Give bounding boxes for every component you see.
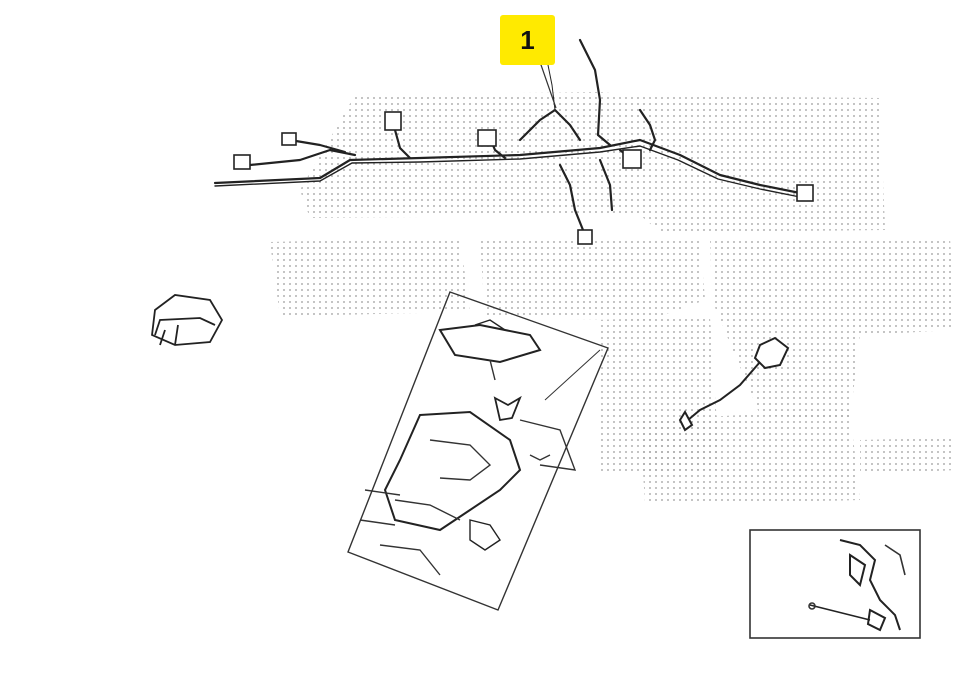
connector-bottom (577, 229, 593, 245)
control-module (151, 294, 224, 346)
detail-inset-box (749, 529, 921, 639)
vehicle-silhouette-dots (270, 92, 955, 505)
connector-center (622, 149, 642, 169)
callout-leader-line (539, 61, 557, 109)
connector-left (233, 154, 251, 170)
connector-upper-b (477, 129, 497, 147)
connector-right (796, 184, 814, 202)
callout-label-1: 1 (500, 15, 555, 65)
latch-assembly-inset (347, 291, 609, 611)
connector-top-left (281, 132, 297, 146)
sensor-with-cable (678, 336, 790, 432)
connector-upper-a (384, 111, 402, 131)
harness-connectors (233, 111, 814, 245)
